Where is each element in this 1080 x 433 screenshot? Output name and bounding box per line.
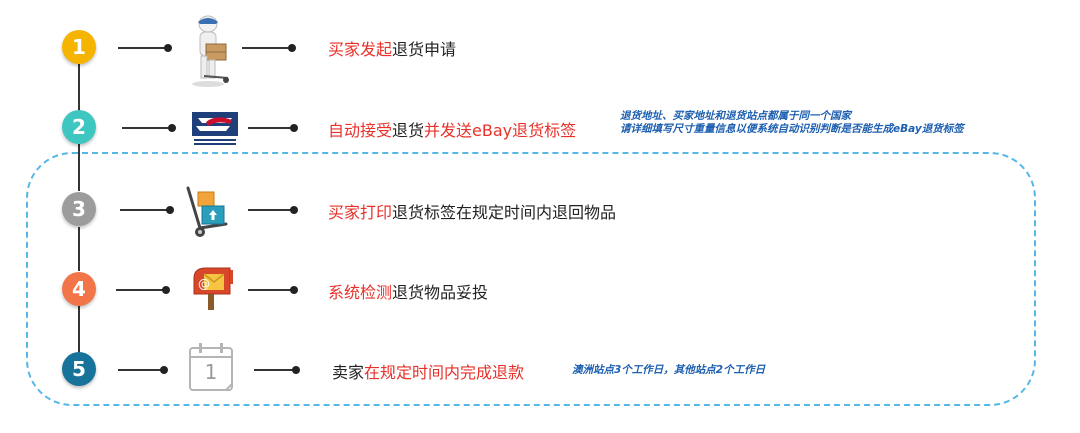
step-connector-4-5	[78, 306, 80, 354]
step-3-left-dot	[166, 206, 174, 214]
step-number-badge-3: 3	[62, 192, 96, 226]
step-4-left-dot	[162, 286, 170, 294]
step-1-left-dot	[164, 44, 172, 52]
mailbox-icon: @	[193, 267, 233, 310]
step-4-left-connector	[116, 289, 164, 291]
calendar-icon: 1	[186, 340, 236, 394]
step-3-text-part: 退货标签在规定时间内退回物品	[392, 203, 617, 222]
step-1-left-connector	[118, 47, 166, 49]
step-5-left-connector	[118, 369, 162, 371]
step-2-note-line: 请详细填写尺寸重量信息以便系统自动识别判断是否能生成eBay退货标签	[620, 123, 964, 135]
step-3-text-part: 买家打印	[328, 203, 393, 222]
calendar-day-number: 1	[204, 360, 218, 384]
svg-text:@: @	[198, 277, 210, 291]
step-number-badge-4: 4	[62, 272, 96, 306]
step-number-badge-1: 1	[62, 30, 96, 64]
step-number-badge-2: 2	[62, 110, 96, 144]
step-1-text-part: 买家发起	[328, 40, 393, 59]
step-connector-2-3	[78, 144, 80, 191]
step-3-left-connector	[120, 209, 168, 211]
step-2-text-part: 自动接受	[328, 121, 393, 140]
delivery-man-icon	[192, 15, 229, 87]
hand-truck-icon	[186, 186, 228, 237]
step-5-text-part: 在规定时间内完成退款	[364, 363, 525, 382]
step-5-right-connector	[254, 369, 294, 371]
step-5-text-part: 卖家	[332, 363, 365, 382]
step-2-right-connector	[248, 127, 292, 129]
step-1-right-connector	[242, 47, 290, 49]
step-5-note: 澳洲站点3个工作日，其他站点2个工作日	[572, 364, 765, 377]
step-5-right-dot	[292, 366, 300, 374]
step-4-text-part: 系统检测	[328, 283, 393, 302]
step-2-right-dot	[290, 124, 298, 132]
step-2-note: 退货地址、买家地址和退货站点都属于同一个国家 请详细填写尺寸重量信息以便系统自动…	[620, 110, 964, 136]
step-3-text: 买家打印退货标签在规定时间内退回物品	[328, 199, 616, 223]
step-2-text: 自动接受退货并发送eBay退货标签	[328, 117, 576, 141]
step-2-left-connector	[122, 127, 170, 129]
step-2-text-part: 退货	[392, 121, 425, 140]
step-4-right-dot	[290, 286, 298, 294]
step-1-right-dot	[288, 44, 296, 52]
scope-dashed-frame	[26, 152, 1036, 406]
step-2-note-line: 退货地址、买家地址和退货站点都属于同一个国家	[620, 110, 851, 122]
step-number-badge-5: 5	[62, 352, 96, 386]
step-connector-3-4	[78, 227, 80, 271]
step-5-text: 卖家在规定时间内完成退款	[332, 359, 524, 383]
step-2-text-part: 并发送eBay退货标签	[424, 121, 577, 140]
step-1-text: 买家发起退货申请	[328, 36, 456, 60]
step-3-right-dot	[290, 206, 298, 214]
step-5-note-line: 澳洲站点3个工作日，其他站点2个工作日	[572, 364, 766, 376]
step-connector-1-2	[78, 64, 80, 124]
step-5-left-dot	[160, 366, 168, 374]
usps-logo-icon	[192, 112, 238, 145]
step-4-text-part: 退货物品妥投	[392, 283, 489, 302]
step-3-right-connector	[248, 209, 292, 211]
step-4-right-connector	[248, 289, 292, 291]
step-4-text: 系统检测退货物品妥投	[328, 279, 488, 303]
step-1-text-part: 退货申请	[392, 40, 457, 59]
step-2-left-dot	[168, 124, 176, 132]
